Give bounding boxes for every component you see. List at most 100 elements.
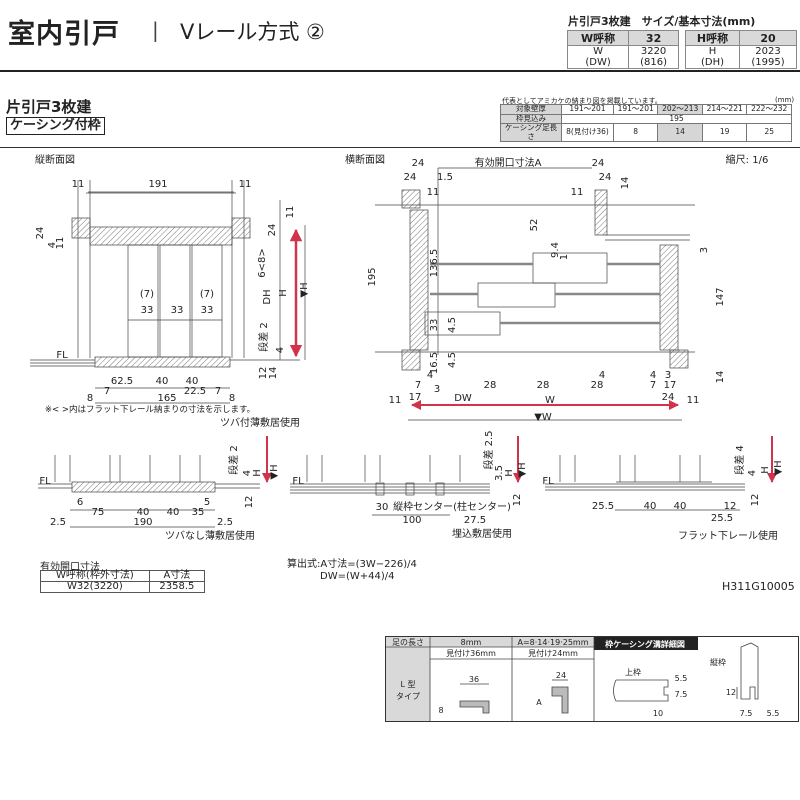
dimension-label: 11 (239, 179, 252, 190)
scale-label: 縮尺: 1/6 (726, 153, 769, 166)
dimension-label: 11 (687, 395, 700, 406)
dimension-label: 2.5 (217, 517, 233, 528)
dimension-label: 6 (77, 497, 83, 508)
vertical-section-drawing (30, 180, 306, 404)
dim: 24 (556, 671, 566, 680)
dimension-label: 191 (148, 179, 167, 190)
dimension-label: 33 (171, 305, 184, 316)
section-caption: ツバなし薄敷居使用 (165, 529, 255, 542)
dimension-label: 5 (204, 497, 210, 508)
dimension-label: 136.5 (429, 249, 440, 278)
dimension-label: DH (262, 289, 273, 304)
dimension-label: 3.5 (494, 465, 505, 481)
cell: 2358.5 (148, 581, 206, 593)
dimension-label: 4.5 (447, 352, 458, 368)
sill-flat-drawing (545, 455, 745, 511)
dimension-label: 段差 4 (733, 445, 746, 475)
dimension-label: 22.5 (184, 386, 206, 397)
dimension-label: H (760, 466, 771, 474)
dimension-label: 33 (141, 305, 154, 316)
product-subtitle: 片引戸3枚建 (6, 98, 92, 116)
dimension-label: 100 (402, 515, 421, 526)
dimension-label: 8 (87, 393, 93, 404)
dimension-label: 28 (591, 380, 604, 391)
w-sub-label: W (593, 46, 604, 57)
dimension-label: H (278, 289, 289, 297)
section-note: ※< >内はフラット下レール納まりの寸法を示します。 (45, 404, 255, 415)
dimension-label: 段差 2.5 (482, 430, 495, 469)
dimension-label: 2.5 (50, 517, 66, 528)
w-label: W呼称 (566, 30, 630, 46)
dimension-label: 165 (157, 393, 176, 404)
dimension-label: 11 (389, 395, 402, 406)
door-panels (430, 262, 660, 325)
sill-embedded-drawing (290, 455, 490, 516)
dimension-label: 190 (133, 517, 152, 528)
dimension-label: 4 (427, 370, 433, 381)
dimension-label: 30 (376, 502, 389, 513)
cell: 25 (746, 123, 792, 142)
dimension-label: 24 (267, 224, 278, 237)
dimension-label: 52 (529, 219, 540, 232)
section-caption: 埋込敷居使用 (452, 527, 512, 540)
dim: 36 (469, 675, 479, 684)
dimension-label: ▼H (299, 282, 310, 297)
dim: 8 (438, 706, 443, 715)
section-divider (0, 147, 800, 148)
top-frame-label: 上枠 (625, 667, 641, 677)
dimension-label: (7) (140, 289, 154, 300)
cell-highlighted: 14 (657, 123, 703, 142)
dimension-label: 40 (156, 376, 169, 387)
dimension-label: 11 (571, 187, 584, 198)
rail-method: Vレール方式 ② (180, 20, 325, 44)
dimension-label: 11 (72, 179, 85, 190)
representative-unit: (mm) (775, 96, 795, 104)
dimension-label: ▼H (773, 460, 784, 475)
dimension-label: ▼H (517, 462, 528, 477)
dimension-label: 147 (715, 287, 726, 306)
h-value: 20 (738, 30, 798, 46)
formula-a: 算出式:A寸法=(3W−226)/4 (287, 559, 417, 570)
dimension-label: 12 (512, 494, 523, 507)
casing-badge: ケーシング付枠 (6, 117, 105, 135)
section-title: 横断面図 (345, 153, 385, 166)
row-label: ケーシング足長さ (500, 123, 562, 142)
table-row: 対象壁厚 191～201 191～201 202～213 214～221 222… (500, 104, 792, 115)
dimension-label: FL (56, 350, 68, 361)
header-cell: A寸法 (148, 570, 206, 582)
dimension-label: 12 (244, 496, 255, 509)
dimension-label: 24 (35, 227, 46, 240)
dim: 5.5 (675, 674, 688, 683)
dimension-label: 段差 2 (227, 445, 240, 475)
dimension-label: 段差 2 (257, 322, 270, 352)
page-title: 室内引戸 (8, 19, 120, 50)
side-frame-label: 縦枠 (710, 657, 726, 667)
dimension-label: 9.4 (550, 242, 561, 258)
dim: 12 (726, 688, 736, 697)
dimension-label: 24 (412, 158, 425, 169)
dimension-label: 7 (650, 380, 656, 391)
table-row: ケーシング足長さ 8(見付け36) 8 14 19 25 (500, 123, 792, 142)
cell: 8(見付け36) (561, 123, 614, 142)
dimension-label: 4 (242, 470, 253, 476)
dh-mm: (1995) (751, 57, 785, 68)
dimension-label: 14 (620, 177, 631, 190)
dimension-label: 4 (650, 370, 656, 381)
section-title: 縦断面図 (35, 153, 75, 166)
dimension-label: 11 (285, 206, 296, 219)
formula: 算出式:A寸法=(3W−226)/4 DW=(W+44)/4 (287, 559, 417, 583)
dimension-label: 195 (367, 267, 378, 286)
dim: 7.5 (675, 690, 688, 699)
dimension-label: W (545, 395, 555, 406)
dimension-label: 27.5 (464, 515, 486, 526)
dimension-label: 12 (750, 494, 761, 507)
dimension-label: 11 (55, 237, 66, 250)
dimension-label: 24 (404, 172, 417, 183)
dimension-label: 3 (699, 247, 710, 253)
dimension-label: 7 (215, 386, 221, 397)
header-divider (0, 70, 800, 72)
w-mm: 3220 (640, 46, 667, 57)
dimension-label: DW (454, 393, 472, 404)
